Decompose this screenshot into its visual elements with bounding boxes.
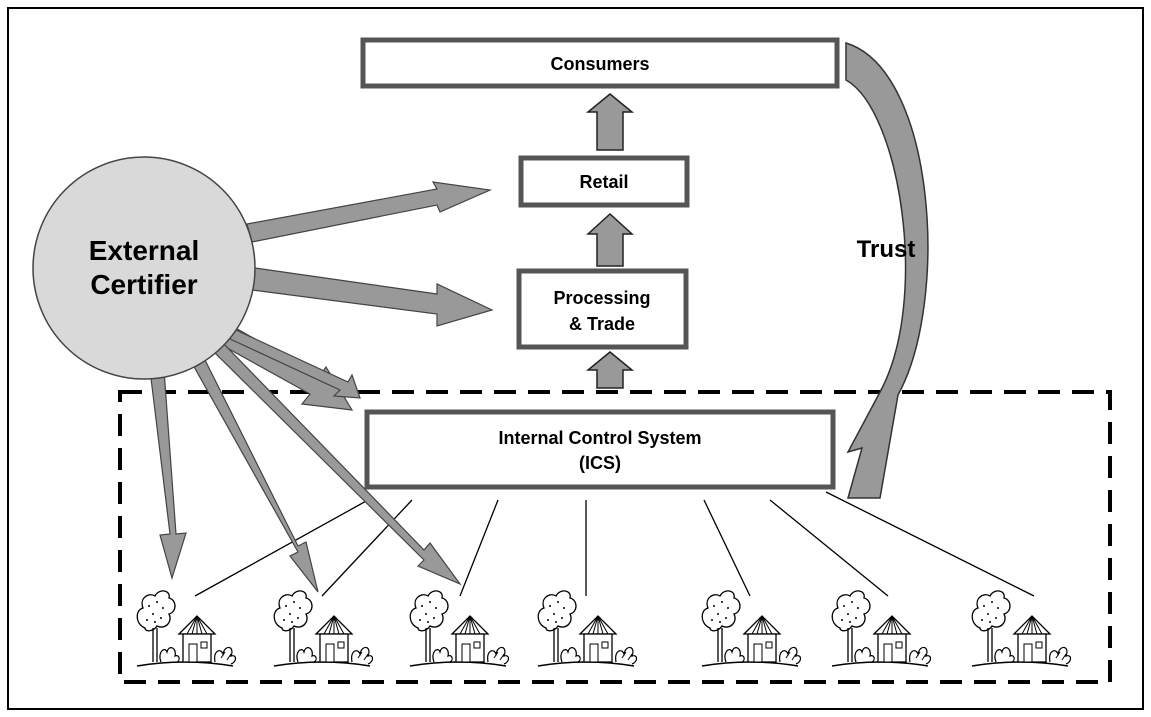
trust-arrow (845, 41, 929, 499)
ics-abbrev-label: (ICS) (579, 453, 621, 473)
external-certifier: External Certifier (32, 156, 256, 380)
trust-label: Trust (857, 236, 916, 263)
farm-icon (831, 590, 932, 667)
retail-label: Retail (579, 172, 628, 192)
certifier-arrows (149, 181, 494, 593)
arrow-to-processing (251, 267, 494, 327)
outer-frame (7, 7, 1144, 710)
consumers-label: Consumers (550, 54, 649, 74)
trade-label: & Trade (569, 314, 635, 334)
connector-line (769, 499, 889, 597)
certifier-label-line1: External (89, 235, 200, 266)
retail-box: Retail (518, 155, 690, 208)
arrow-to-farm-3 (209, 339, 462, 586)
arrow-ics-to-processing (585, 351, 635, 389)
farm-icon (971, 590, 1072, 667)
arrow-to-farm-2 (187, 349, 319, 593)
ics-box: Internal Control System (ICS) (364, 409, 836, 490)
arrow-to-retail (246, 181, 493, 243)
farm-icon (136, 590, 237, 667)
arrow-to-farm-1 (149, 369, 187, 581)
ics-boundary (118, 390, 1112, 684)
farms-row (136, 590, 1072, 667)
connector-line (194, 499, 369, 597)
processing-label: Processing (553, 288, 650, 308)
ics-label: Internal Control System (498, 428, 701, 448)
arrow-to-farm-4 (226, 329, 361, 399)
processing-trade-box: Processing & Trade (516, 268, 689, 350)
farm-icon (273, 590, 374, 667)
farm-icon (537, 590, 638, 667)
connector-line (825, 491, 1035, 597)
flow-arrows (585, 93, 635, 389)
farm-icon (701, 590, 802, 667)
arrow-retail-to-consumers (585, 93, 635, 151)
certifier-label-line2: Certifier (90, 269, 197, 300)
arrow-processing-to-retail (586, 212, 634, 267)
connector-line (459, 499, 499, 597)
connector-line (703, 499, 751, 597)
farm-connectors (194, 491, 1035, 597)
consumers-box: Consumers (360, 37, 840, 89)
farm-icon (409, 590, 510, 667)
connector-line (321, 499, 413, 597)
